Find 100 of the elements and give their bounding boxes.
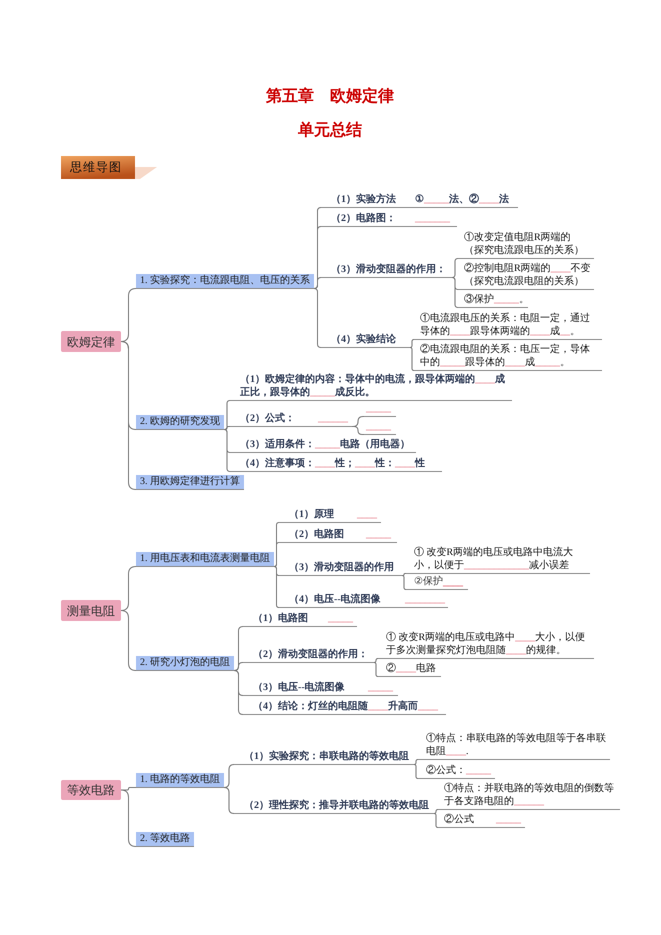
branch-label: （1）原理 (289, 508, 334, 521)
connector-line (434, 809, 438, 814)
connector-line (274, 542, 280, 567)
underlined-branch (414, 311, 602, 340)
connector-line (120, 790, 136, 847)
branch-label: （4）结论：灯丝的电阻随____升高而____ (253, 700, 438, 713)
underlined-branch (234, 798, 434, 814)
branch-label: ①特点：并联电路的等效电阻的倒数等于各支路电阻的______ (444, 782, 615, 808)
fill-in-line: ____ (442, 576, 463, 587)
fill-in-line: ____ (395, 458, 415, 469)
connector-line (314, 277, 322, 289)
fill-in-line: ____ (396, 663, 416, 674)
connector-line (234, 626, 244, 671)
branch-label: （3）适用条件：_____电路（用电器） (240, 438, 410, 451)
fill-in-line: _____________ (464, 560, 529, 571)
fill-in-line: ____ (450, 326, 470, 337)
underlined-branch (378, 661, 441, 677)
connector-line (274, 566, 280, 608)
underlined-branch (230, 456, 442, 472)
underlined-branch (378, 630, 594, 659)
connector-line (120, 610, 136, 671)
underlined-branch (243, 680, 398, 696)
fill-in-line: _____ (366, 420, 391, 433)
connector-line (414, 764, 418, 779)
subtopic-box: 2. 等效电路 (136, 832, 194, 847)
underlined-branch (414, 342, 602, 371)
underlined-branch (243, 611, 357, 627)
fill-in-line: ____ (515, 632, 536, 643)
fill-in-line: _____ (366, 528, 391, 541)
underlined-branch (243, 647, 374, 663)
fill-in-line: ______ (318, 412, 348, 425)
fill-in-line: _____ (496, 813, 521, 826)
fill-in-line: _____ (315, 439, 340, 450)
page-title: 第五章 欧姆定律 (265, 87, 395, 107)
branch-label: ②保护____ (414, 575, 463, 588)
fill-in-line: ____ (446, 746, 466, 757)
connector-line (352, 426, 364, 435)
subtopic-box: 2. 研究小灯泡的电阻 (136, 656, 234, 671)
branch-label: ②公式 (444, 813, 474, 826)
connector-line (402, 573, 406, 576)
fill-in-line: ____ (479, 194, 499, 205)
branch-label: ③保护_____。 (464, 293, 529, 306)
connector-line (120, 787, 136, 790)
underlined-branch (438, 781, 620, 810)
connector-line (314, 288, 322, 348)
connector-line (224, 400, 230, 430)
branch-label: （4）电压--电流图像 (289, 593, 381, 606)
fill-in-line: __ (560, 326, 570, 337)
fill-in-line: _____ (535, 357, 560, 368)
connector-line (120, 566, 136, 611)
subtopic-box: 1. 电路的等效电阻 (136, 773, 224, 788)
fill-in-line: _____ (328, 612, 353, 625)
fill-in-line: ____ (505, 357, 525, 368)
fill-in-line: ____ (368, 701, 388, 712)
branch-label: （3）电压--电流图像 (253, 681, 345, 694)
topic-box: 测量电阻 (61, 600, 121, 621)
fill-in-line: ____ (550, 263, 571, 274)
fill-in-line: ____ (506, 645, 526, 656)
connector-line (410, 347, 414, 371)
branch-label: （2）滑动变阻器的作用： (253, 648, 368, 661)
connector-line (402, 575, 406, 590)
branch-label: ②____电路 (386, 662, 436, 675)
underlined-branch (279, 527, 397, 543)
fill-in-line: ____ (418, 701, 438, 712)
underlined-branch (321, 262, 452, 278)
subtopic-box: 1. 实验探究：电流跟电阻、电压的关系 (136, 274, 314, 289)
connector-line (234, 670, 244, 715)
connector-line (434, 813, 438, 828)
connector-line (224, 429, 230, 472)
connector-line (120, 288, 136, 342)
underlined-branch (243, 699, 446, 715)
fill-in-line: _____ (424, 194, 449, 205)
underlined-branch (230, 411, 352, 427)
connector-line (234, 662, 244, 671)
underlined-branch (234, 749, 414, 765)
underlined-branch (458, 292, 528, 308)
underlined-branch (279, 507, 381, 523)
fill-in-line: _____ (494, 294, 519, 305)
fill-in-line: ____ (357, 508, 377, 521)
branch-label: ②公式：_____ (426, 764, 491, 777)
connector-line (224, 764, 234, 788)
connector-line (452, 277, 458, 308)
branch-label: ① 改变R两端的电压或电路中____大小，以便于多次测量探究灯泡电阻随____的规律。 (386, 631, 586, 657)
underlined-branch (406, 574, 468, 590)
fill-in-line: ______ (514, 796, 544, 807)
branch-label: （2）理性探究：推导并联电路的等效电阻 (244, 799, 429, 812)
underlined-branch (230, 372, 512, 401)
underlined-branch (438, 812, 525, 828)
underlined-branch (458, 261, 594, 290)
underlined-branch (418, 731, 610, 760)
underlined-branch (458, 230, 594, 259)
fill-in-line: _____ (440, 357, 465, 368)
fill-in-line: _______ (415, 212, 450, 225)
branch-label: ①电流跟电压的关系：电阻一定，通过导体的____跟导体两端的____成__。 (420, 312, 591, 338)
branch-label: （1）实验方法 (331, 193, 396, 206)
underlined-branch (321, 211, 457, 227)
fill-in-line: ____ (475, 374, 495, 385)
branch-label: （4）实验结论 (331, 333, 396, 346)
subtopic-box: 3. 用欧姆定律进行计算 (136, 475, 244, 490)
underlined-branch (230, 437, 416, 453)
